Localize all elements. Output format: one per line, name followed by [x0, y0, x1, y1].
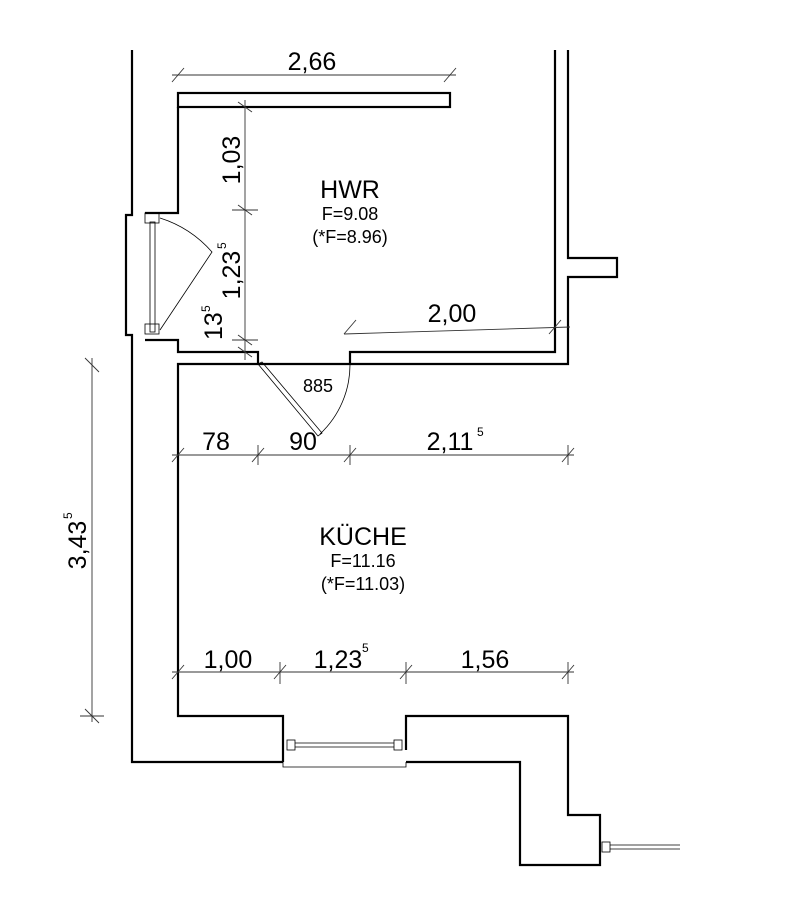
window-kueche	[282, 739, 407, 768]
dim-kueche-bottom-1: 1,00	[204, 646, 253, 674]
dim-kueche-bottom-3: 1,56	[461, 646, 510, 674]
dim-kueche-top-1: 78	[202, 428, 230, 456]
room-name-hwr: HWR	[320, 176, 380, 204]
dim-kueche-top-3-sup: 5	[477, 425, 484, 439]
dim-hwr-v3-sup: 5	[199, 305, 213, 312]
walls	[124, 50, 619, 867]
dim-kueche-top-3: 2,11	[427, 428, 474, 456]
dimension-lines	[80, 67, 575, 724]
room-area-hwr: F=9.08	[322, 204, 379, 224]
dim-kueche-bottom-2: 1,23	[314, 646, 363, 674]
room-area-alt-kueche: (*F=11.03)	[321, 574, 405, 594]
dim-door-height: 885	[303, 376, 333, 396]
room-area-kueche: F=11.16	[330, 551, 395, 571]
door-hwr-kueche	[257, 361, 351, 437]
dim-kueche-bottom-2-sup: 5	[362, 641, 369, 655]
window-hwr	[144, 212, 213, 335]
dim-hwr-v2-sup: 5	[215, 242, 229, 249]
dim-kueche-top-2: 90	[289, 428, 317, 456]
dim-hwr-v2: 1,23	[218, 251, 246, 300]
dim-kueche-height-sup: 5	[61, 512, 75, 519]
dim-hwr-v1: 1,03	[218, 136, 246, 185]
window-right	[601, 841, 680, 853]
dim-hwr-bottom-right: 2,00	[428, 300, 477, 328]
room-name-kueche: KÜCHE	[319, 523, 407, 551]
dim-hwr-v3: 13	[200, 312, 228, 340]
room-area-alt-hwr: (*F=8.96)	[312, 227, 388, 247]
dim-hwr-top-width: 2,66	[288, 48, 337, 76]
dim-kueche-height: 3,43	[64, 521, 92, 570]
